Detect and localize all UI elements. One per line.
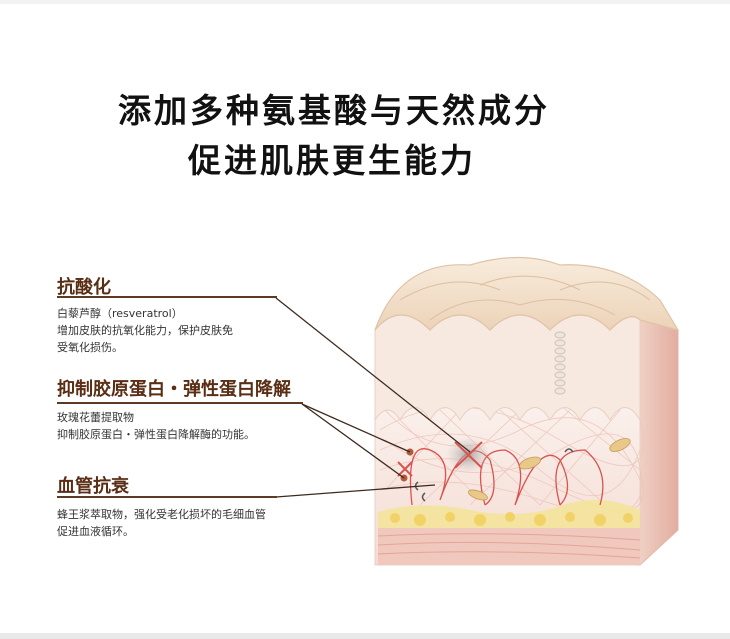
feature-desc-vascular-anti-aging: 蜂王浆萃取物，强化受老化损坏的毛细血管 促进血液循环。 <box>57 506 266 540</box>
desc-line: 玫瑰花蕾提取物 <box>57 409 255 426</box>
feature-title-vascular-anti-aging: 血管抗衰 <box>57 472 129 498</box>
desc-line: 抑制胶原蛋白・弹性蛋白降解酶的功能。 <box>57 426 255 443</box>
feature-desc-antioxidant: 白藜芦醇（resveratrol） 增加皮肤的抗氧化能力，保护皮肤免 受氧化损伤… <box>57 305 233 356</box>
feature-title-anti-collagen-degradation: 抑制胶原蛋白・弹性蛋白降解 <box>57 375 291 401</box>
divider-anti-collagen-degradation <box>57 402 303 404</box>
desc-line: 增加皮肤的抗氧化能力，保护皮肤免 <box>57 322 233 339</box>
desc-line: 促进血液循环。 <box>57 523 266 540</box>
divider-antioxidant <box>57 296 277 298</box>
bottom-band <box>0 633 730 639</box>
desc-line: 白藜芦醇（resveratrol） <box>57 305 233 322</box>
desc-line: 蜂王浆萃取物，强化受老化损坏的毛细血管 <box>57 506 266 523</box>
feature-desc-anti-collagen-degradation: 玫瑰花蕾提取物 抑制胶原蛋白・弹性蛋白降解酶的功能。 <box>57 409 255 443</box>
skin-block <box>375 258 678 566</box>
divider-vascular-anti-aging <box>57 496 277 498</box>
desc-line: 受氧化损伤。 <box>57 339 233 356</box>
